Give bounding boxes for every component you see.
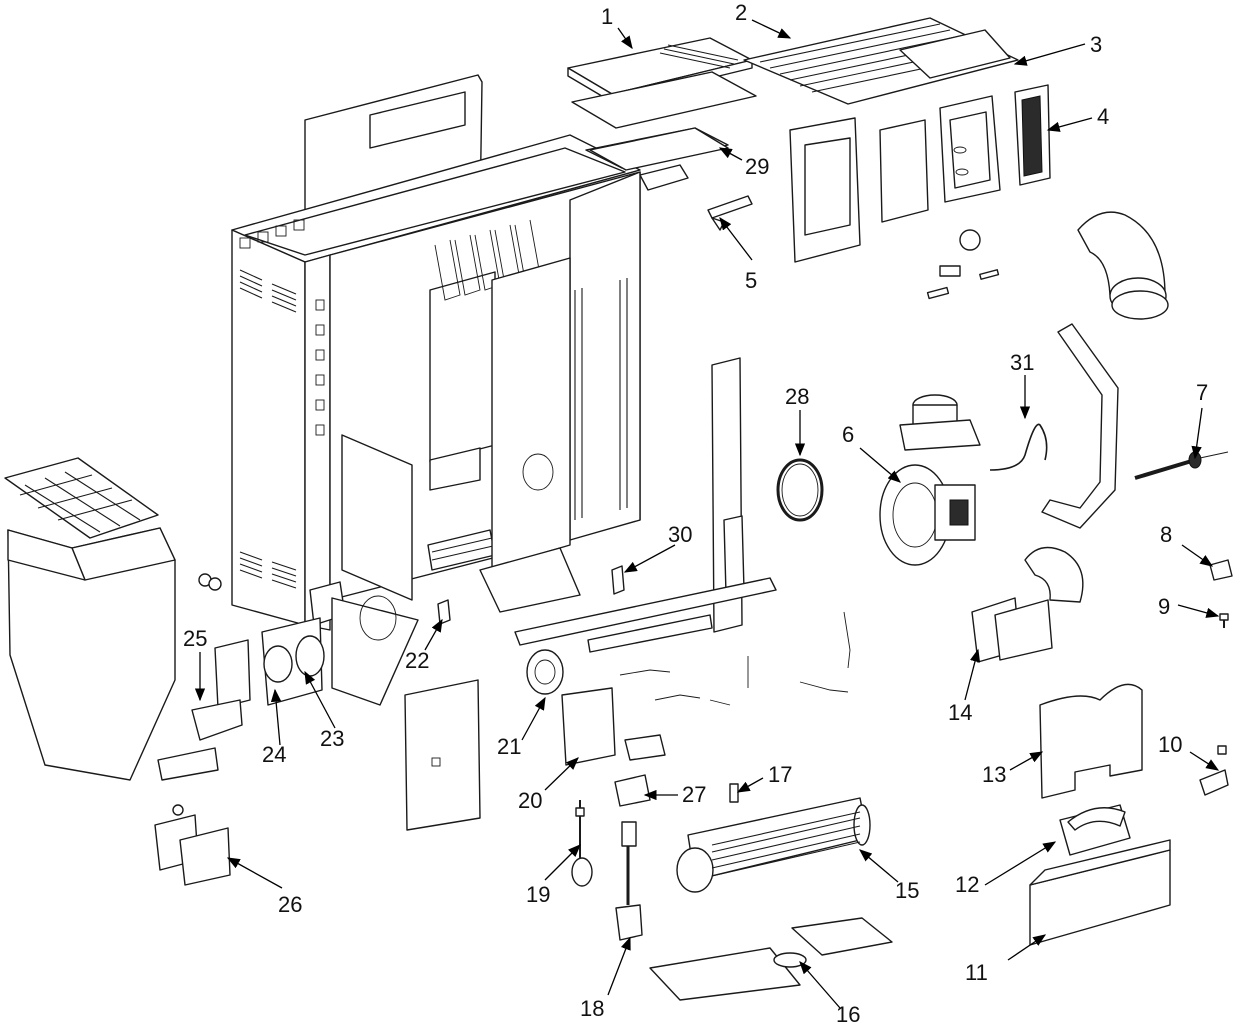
probe-part-7 [1134, 451, 1229, 480]
callout-9: 9 [1158, 594, 1170, 619]
clip-part-8 [1209, 559, 1233, 581]
sensor-wire-part-31 [989, 423, 1048, 471]
callout-3: 3 [1090, 32, 1102, 57]
callout-4: 4 [1097, 104, 1109, 129]
bracket-part-10 [1199, 745, 1229, 796]
feed-tube-part-23-24 [261, 617, 325, 706]
callout-21: 21 [497, 734, 521, 759]
callout-7: 7 [1196, 380, 1208, 405]
front-door-panels [331, 257, 581, 706]
callout-2: 2 [735, 0, 747, 25]
power-cord-part-18 [615, 821, 643, 941]
flue-elbow-pipe [1077, 211, 1169, 320]
callout-1: 1 [601, 4, 613, 29]
bracket-part-30 [611, 565, 625, 595]
igniter-part-22 [437, 599, 451, 625]
callout-23: 23 [320, 726, 344, 751]
leader-lines [194, 19, 1220, 1009]
callout-29: 29 [745, 154, 769, 179]
screw-part-9 [1219, 613, 1229, 628]
bent-tube [1041, 323, 1119, 529]
plate-part-14 [971, 597, 1053, 663]
stove-body-frame [231, 74, 641, 631]
convection-fan-part-15 [676, 797, 871, 893]
switch-part-17 [729, 783, 739, 803]
transformer-part-27 [614, 774, 651, 807]
firewall-part-13 [1039, 683, 1143, 799]
callout-26: 26 [278, 892, 302, 917]
sensor-part-19 [571, 800, 593, 887]
remote-and-plates-part-16 [649, 917, 893, 1001]
callout-27: 27 [682, 782, 706, 807]
callout-labels: 1 2 3 4 5 6 7 8 9 10 11 12 13 14 15 16 1… [183, 0, 1208, 1024]
callout-18: 18 [580, 996, 604, 1021]
auger-part-25 [191, 573, 251, 741]
gasket-ring-part-28 [776, 458, 824, 522]
callout-24: 24 [262, 742, 286, 767]
callout-15: 15 [895, 878, 919, 903]
callout-17: 17 [768, 762, 792, 787]
control-board-part-20 [561, 687, 666, 766]
callout-16: 16 [836, 1002, 860, 1024]
right-cover-plates [789, 84, 1051, 300]
callout-13: 13 [982, 762, 1006, 787]
small-elbow [1024, 546, 1084, 603]
callout-11: 11 [965, 960, 988, 985]
callout-20: 20 [518, 788, 542, 813]
callout-14: 14 [948, 700, 972, 725]
callout-8: 8 [1160, 522, 1172, 547]
callout-12: 12 [955, 872, 979, 897]
pressure-switch-part-21 [526, 649, 564, 695]
pellet-hopper [7, 527, 176, 781]
access-panel [404, 679, 481, 831]
burn-pot-part-12 [1059, 804, 1131, 856]
callout-30: 30 [668, 522, 692, 547]
combustion-fan-part-6 [879, 394, 981, 566]
callout-31: 31 [1010, 350, 1034, 375]
horizontal-rails [514, 577, 777, 653]
callout-19: 19 [526, 882, 550, 907]
wiring-connectors [619, 611, 851, 706]
callout-10: 10 [1158, 732, 1182, 757]
vertical-rail [711, 357, 745, 633]
callout-28: 28 [785, 384, 809, 409]
callout-6: 6 [842, 422, 854, 447]
callout-22: 22 [405, 648, 429, 673]
bracket-part-5 [707, 195, 753, 231]
auger-motor-part-26 [154, 747, 231, 886]
callout-25: 25 [183, 626, 207, 651]
hopper-grate [4, 457, 159, 539]
callout-5: 5 [745, 268, 757, 293]
ash-drawer-part-11 [1029, 839, 1171, 946]
